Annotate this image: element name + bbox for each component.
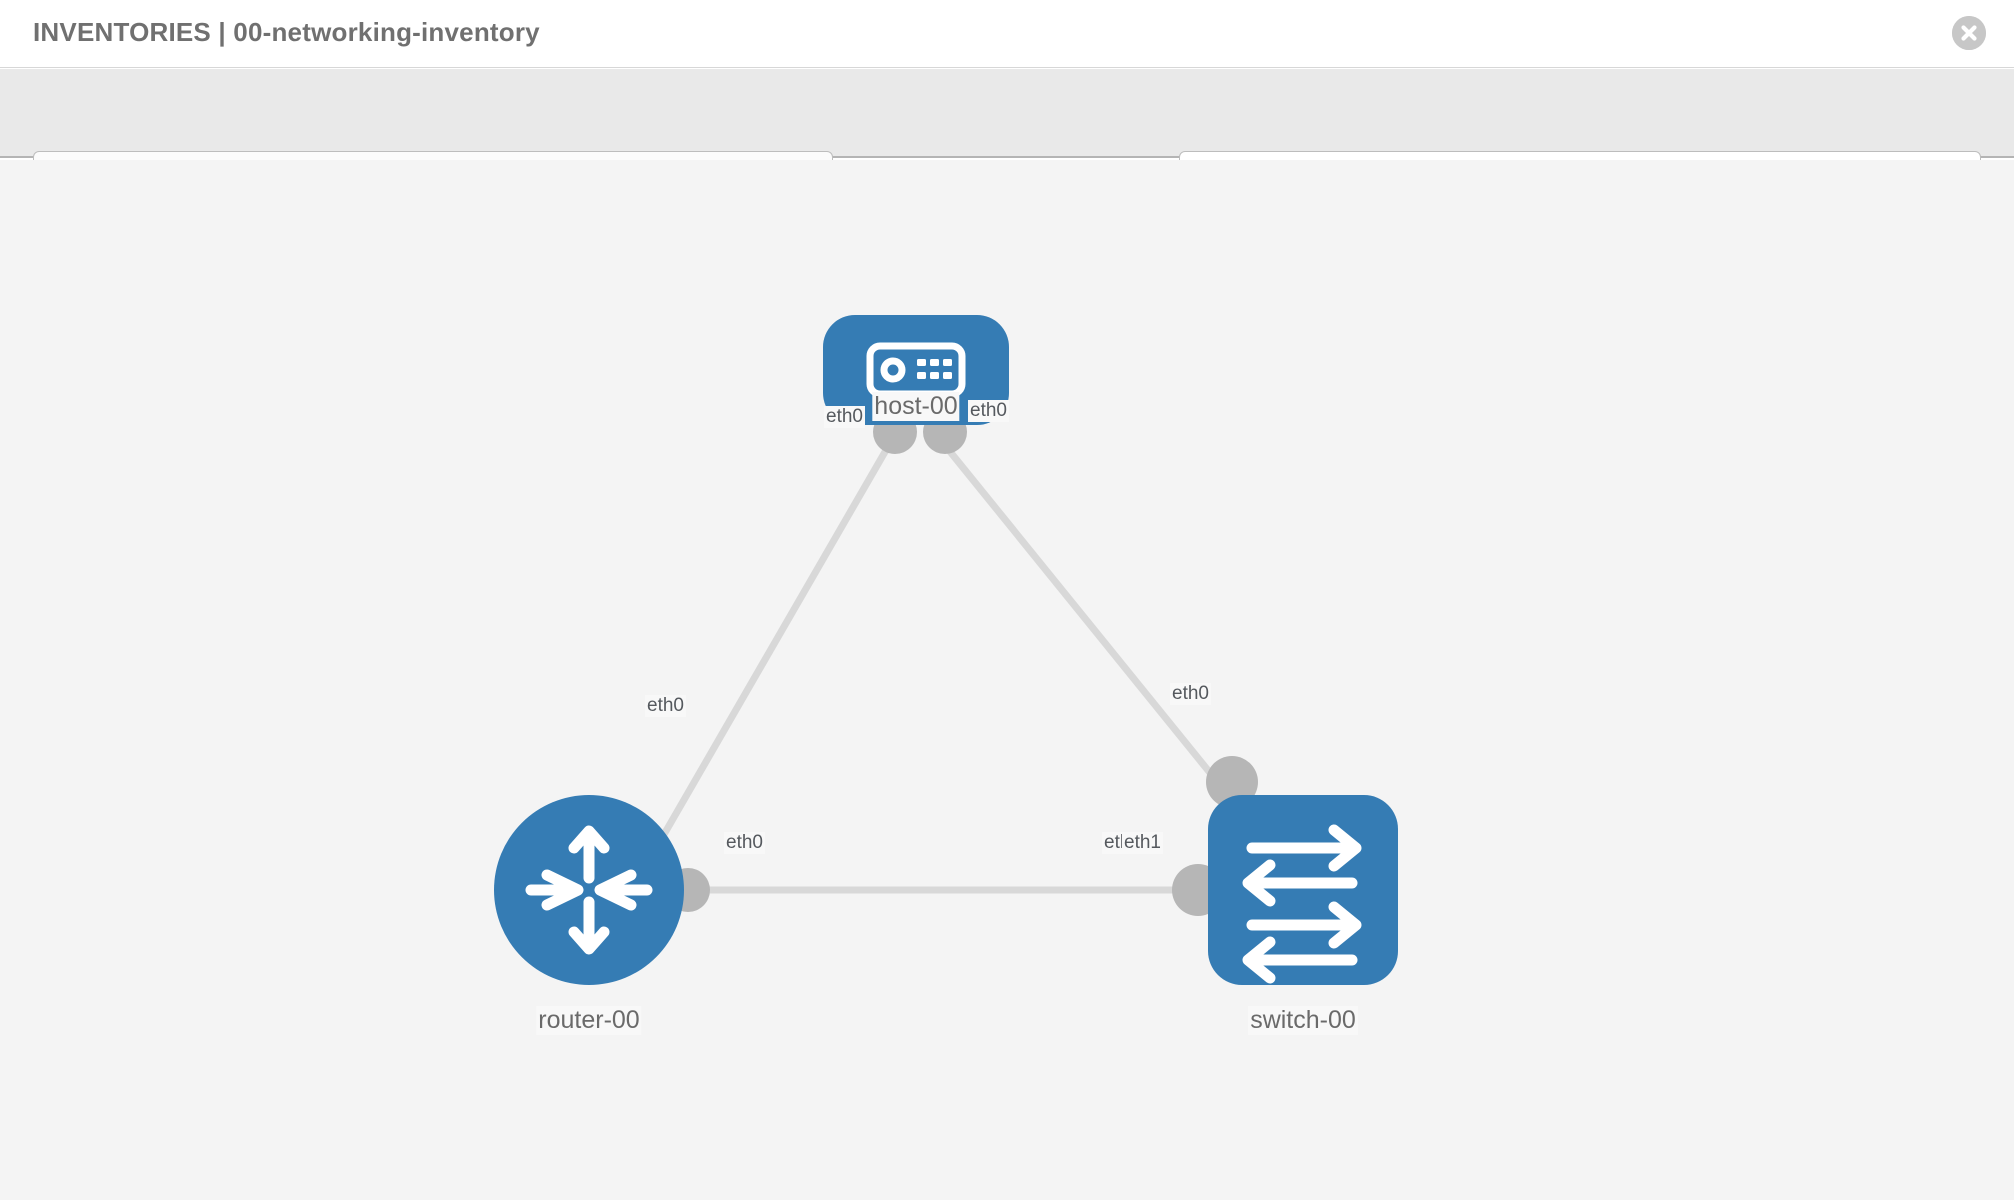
iface-label-switch-eth0-uplink: eth0 bbox=[1170, 683, 1211, 705]
link-host-switch bbox=[936, 435, 1235, 803]
node-switch-00 bbox=[1208, 795, 1398, 985]
topology-links bbox=[651, 435, 1235, 894]
node-label-switch-00: switch-00 bbox=[1248, 1006, 1358, 1035]
node-router-00 bbox=[494, 795, 684, 985]
iface-label-router-eth0-uplink: eth0 bbox=[645, 695, 686, 717]
toolbar: ACTIONS SEARCH bbox=[0, 69, 2014, 207]
node-label-router-00: router-00 bbox=[536, 1006, 642, 1035]
close-icon[interactable] bbox=[1952, 16, 1986, 50]
node-label-host-00: host-00 bbox=[872, 392, 960, 421]
page-title: INVENTORIES | 00-networking-inventory bbox=[33, 17, 540, 47]
iface-label-host-eth0-right: eth0 bbox=[968, 400, 1009, 422]
link-host-router bbox=[651, 436, 897, 852]
switch-arrows-icon bbox=[1242, 824, 1362, 984]
router-arrows-icon bbox=[525, 825, 653, 955]
page-header: INVENTORIES | 00-networking-inventory bbox=[0, 0, 2014, 68]
iface-label-host-eth0-left: eth0 bbox=[824, 406, 865, 428]
topology-canvas[interactable]: host-00 router-00 switch-00 eth0 eth0 et… bbox=[0, 160, 2014, 1200]
iface-label-router-eth0: eth0 bbox=[724, 832, 765, 854]
node-host-00 bbox=[823, 315, 1009, 425]
iface-label-switch-eth1: eth1 bbox=[1122, 832, 1163, 854]
server-icon bbox=[866, 342, 966, 398]
